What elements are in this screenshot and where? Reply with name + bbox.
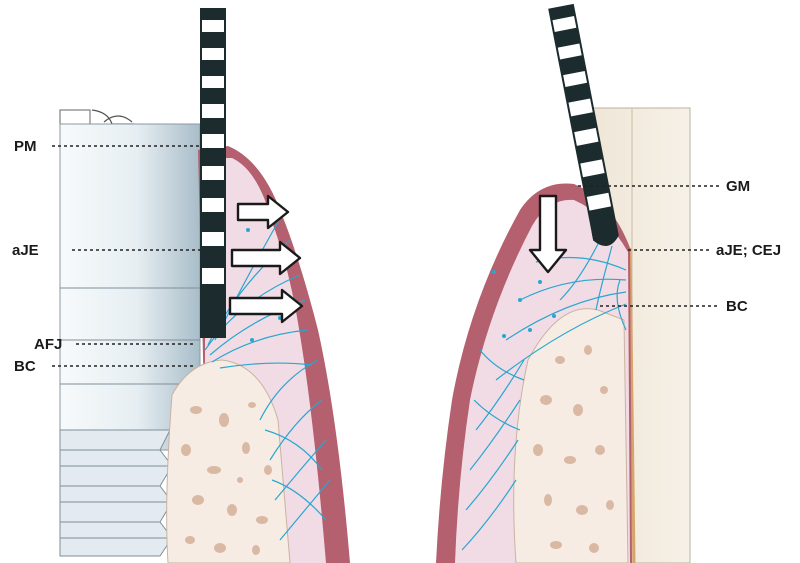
right-panel-tooth: GM aJE; CEJ BC — [436, 4, 781, 563]
displacement-arrows-left — [230, 196, 302, 322]
label-gm: GM — [726, 178, 750, 195]
label-bc-left: BC — [14, 358, 36, 375]
implant-threads — [60, 430, 172, 556]
label-pm: PM — [14, 138, 37, 155]
label-bc-right: BC — [726, 298, 748, 315]
label-afj: AFJ — [34, 336, 62, 353]
periodontal-probe-left — [200, 8, 226, 338]
left-panel-implant: PM aJE AFJ BC — [12, 8, 350, 563]
label-aje-cej: aJE; CEJ — [716, 242, 781, 259]
label-aje-left: aJE — [12, 242, 39, 259]
